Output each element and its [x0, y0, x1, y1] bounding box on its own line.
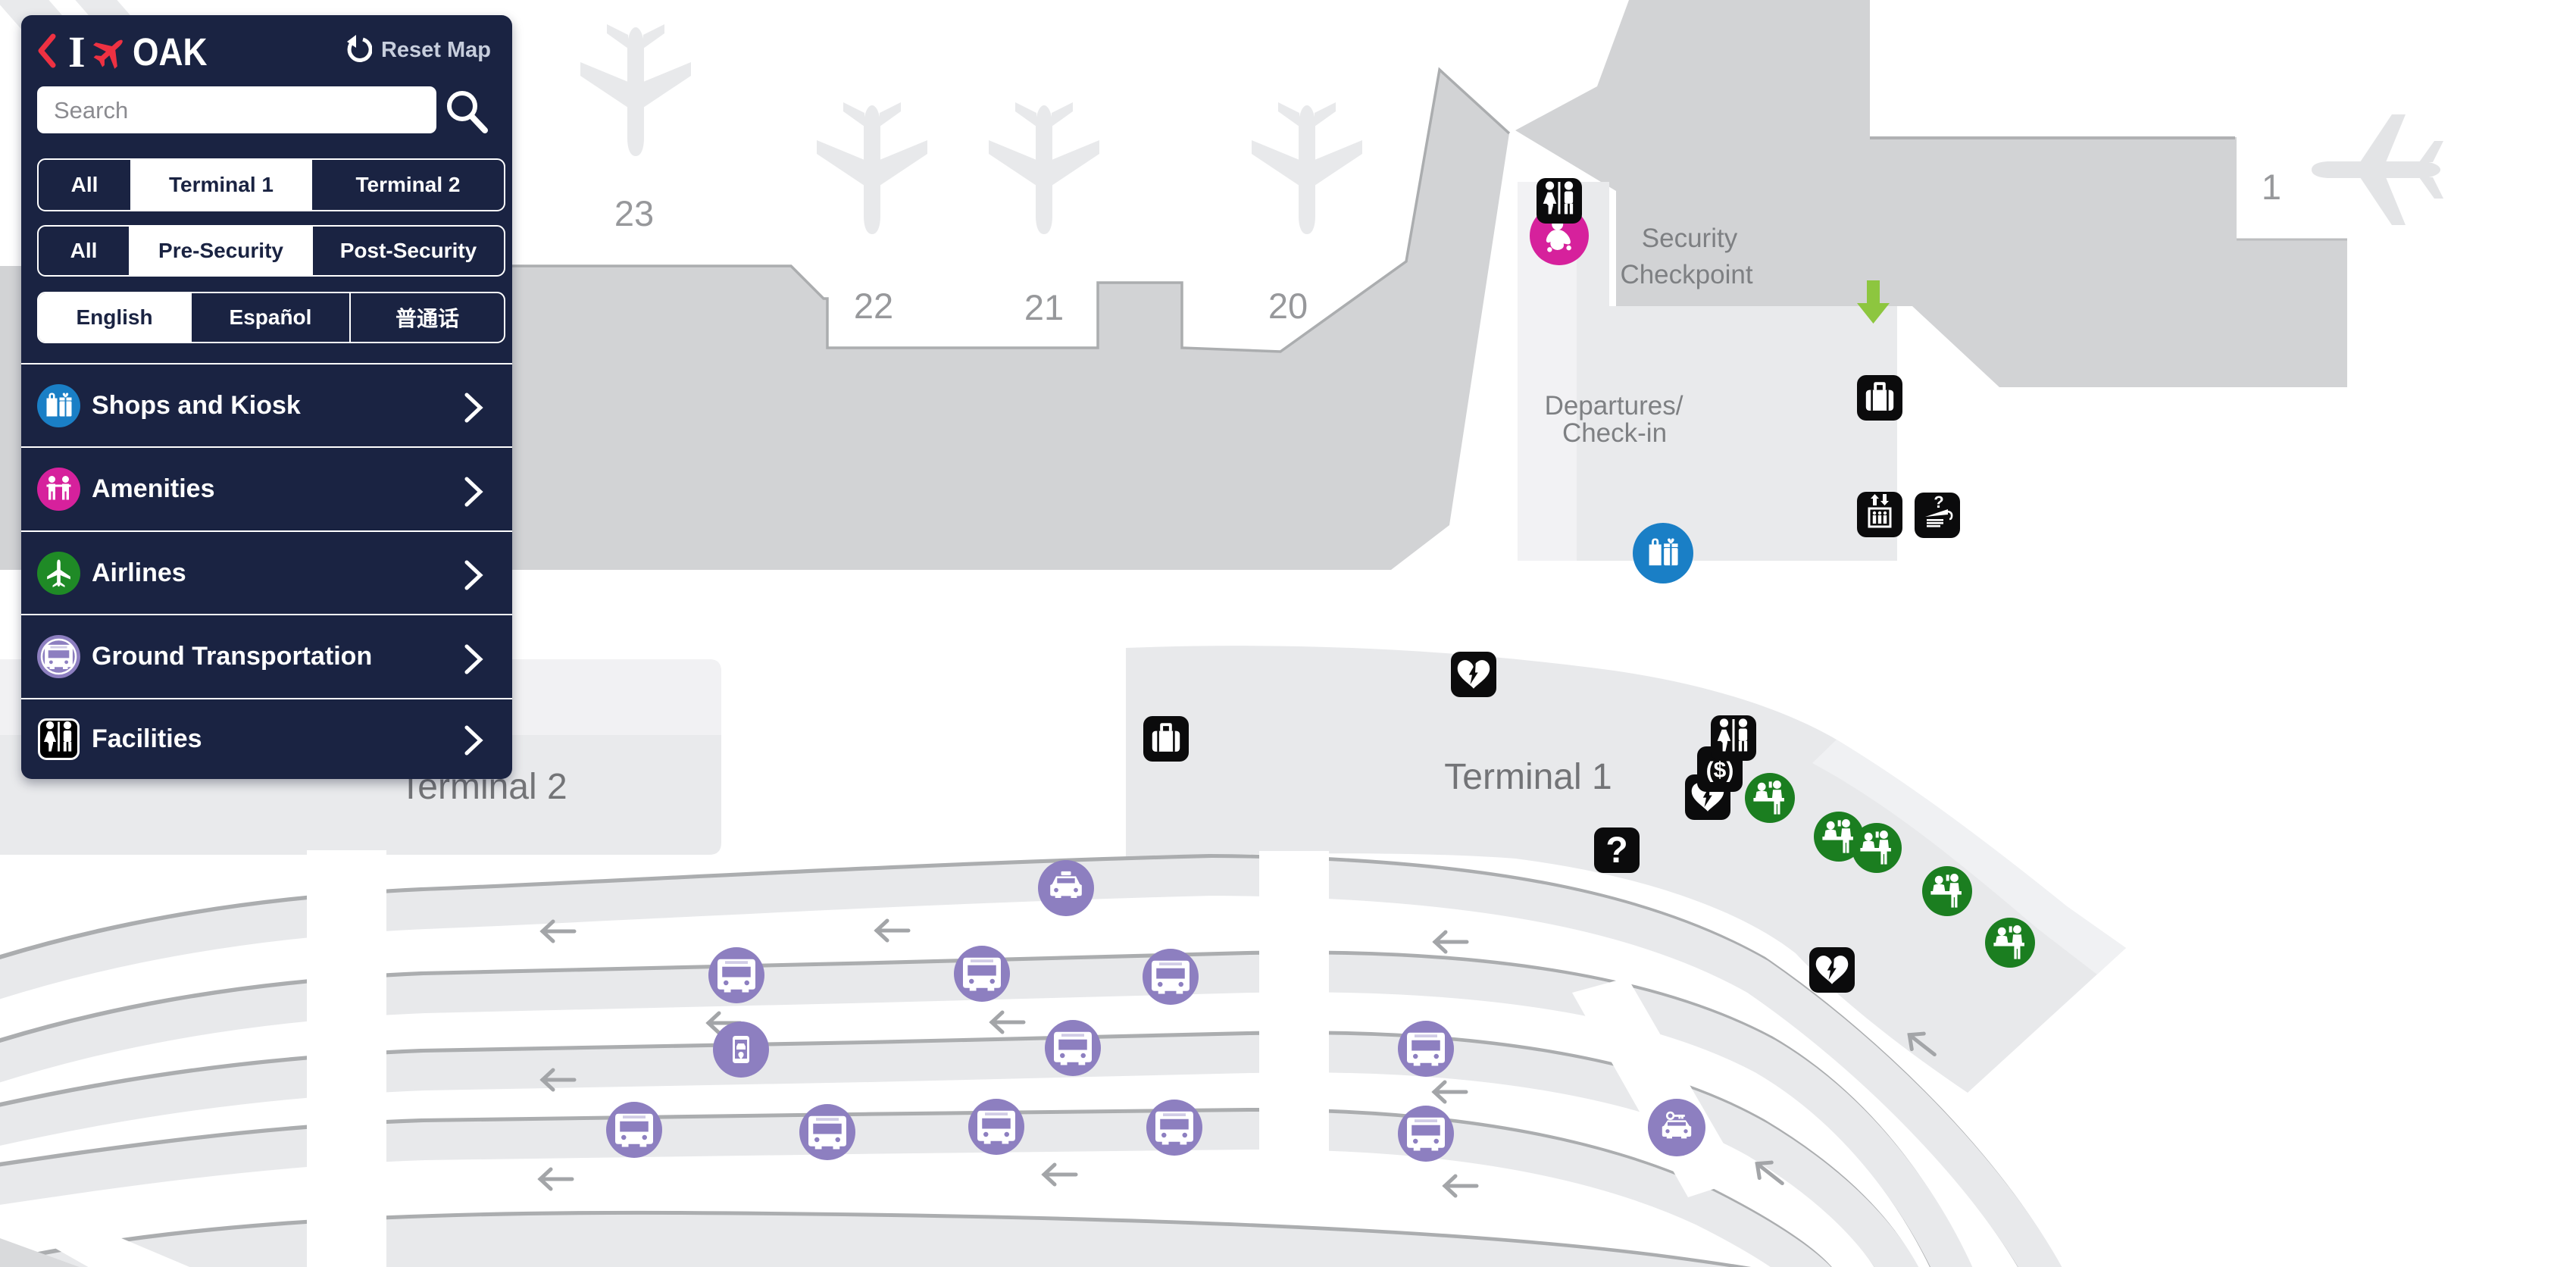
svg-text:Check-in: Check-in — [1562, 418, 1667, 448]
svg-text:($): ($) — [1706, 758, 1734, 783]
svg-text:Terminal 1: Terminal 1 — [1444, 757, 1612, 797]
svg-text:23: 23 — [614, 193, 654, 233]
svg-text:Security: Security — [1642, 224, 1738, 253]
svg-text:21: 21 — [1024, 287, 1064, 327]
svg-text:1: 1 — [2262, 167, 2281, 207]
svg-text:Checkpoint: Checkpoint — [1620, 260, 1752, 289]
svg-text:?: ? — [1605, 831, 1627, 871]
svg-text:20: 20 — [1268, 286, 1308, 326]
svg-text:22: 22 — [854, 286, 893, 326]
svg-text:Departures/: Departures/ — [1545, 391, 1683, 421]
